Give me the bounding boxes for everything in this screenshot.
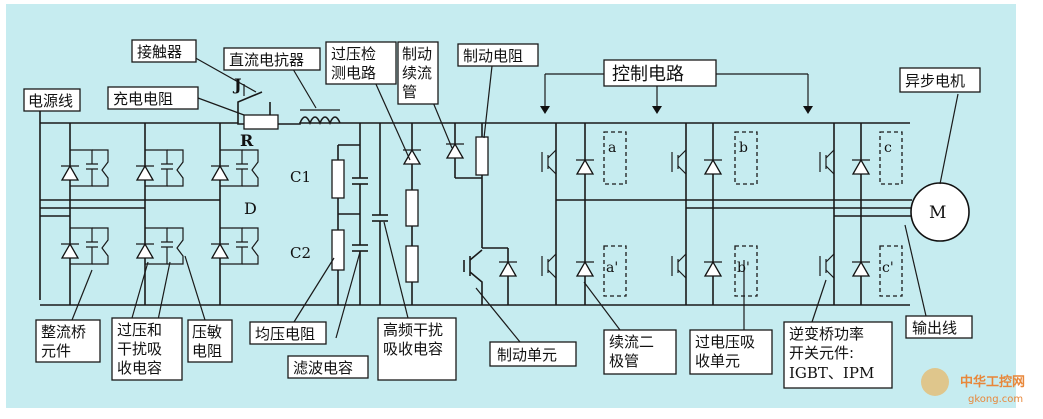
svg-text:测电路: 测电路 <box>331 64 376 82</box>
symbol-D: D <box>244 199 257 218</box>
svg-text:制动: 制动 <box>402 45 432 63</box>
brake-branch <box>445 123 518 305</box>
symbol-c: c <box>884 140 892 156</box>
svg-text:滤波电容: 滤波电容 <box>293 359 353 377</box>
svg-text:压敏: 压敏 <box>192 323 222 341</box>
symbol-M: M <box>929 203 946 223</box>
svg-text:高频干扰: 高频干扰 <box>383 321 443 339</box>
svg-text:极管: 极管 <box>609 352 639 370</box>
diode-bottom-3 <box>210 242 230 259</box>
diode-bottom-1 <box>60 242 80 259</box>
label-hf-cap: 高频干扰 吸收电容 <box>377 317 457 381</box>
label-contactor: 接触器 <box>131 39 197 63</box>
svg-text:整流桥: 整流桥 <box>41 323 86 341</box>
svg-text:输出线: 输出线 <box>912 319 957 337</box>
label-dc-reactor: 直流电抗器 <box>223 47 321 71</box>
label-power-line: 电源线 <box>23 88 81 112</box>
svg-text:接触器: 接触器 <box>137 43 182 61</box>
symbol-C1: C1 <box>290 168 311 186</box>
label-control-circuit: 控制电路 <box>603 59 717 87</box>
svg-text:过电压吸: 过电压吸 <box>695 333 755 351</box>
inverter-leg-b <box>671 123 758 305</box>
svg-text:制动电阻: 制动电阻 <box>463 47 523 65</box>
charge-resistor <box>243 114 279 130</box>
svg-text:控制电路: 控制电路 <box>612 64 684 85</box>
svg-text:制动单元: 制动单元 <box>497 346 557 364</box>
label-inverter-switch: 逆变桥功率 开关元件: IGBT、IPM <box>783 321 893 389</box>
svg-text:过压检: 过压检 <box>331 45 376 63</box>
dc-bus <box>39 110 910 306</box>
svg-text:电源线: 电源线 <box>28 92 73 110</box>
symbol-c-prime: c' <box>882 260 894 276</box>
diode-top-3 <box>210 164 230 181</box>
overvoltage-detect-circuit <box>402 123 422 305</box>
svg-text:收单元: 收单元 <box>695 352 740 370</box>
label-balance-resistor: 均压电阻 <box>249 321 327 345</box>
symbol-b-prime: b' <box>737 260 750 276</box>
svg-text:gkong.com: gkong.com <box>968 394 1023 405</box>
symbol-C2: C2 <box>290 244 311 262</box>
svg-text:吸收电容: 吸收电容 <box>383 340 443 358</box>
svg-text:充电电阻: 充电电阻 <box>113 90 173 108</box>
label-brake-resistor: 制动电阻 <box>457 43 539 67</box>
svg-text:收电容: 收电容 <box>117 359 162 377</box>
dc-reactor <box>299 109 341 126</box>
label-brake-unit: 制动单元 <box>489 341 577 367</box>
label-overvoltage-detect: 过压检 测电路 <box>325 41 397 85</box>
diode-top-1 <box>60 164 80 181</box>
svg-text:均压电阻: 均压电阻 <box>255 325 315 343</box>
svg-text:干扰吸: 干扰吸 <box>117 340 162 358</box>
diode-top-2 <box>135 164 155 181</box>
watermark: 中华工控网 gkong.com <box>921 368 1025 405</box>
label-rectifier: 整流桥 元件 <box>35 319 101 363</box>
label-charge-resistor: 充电电阻 <box>107 86 199 110</box>
leader-lines <box>39 55 959 343</box>
symbol-R: R <box>240 131 254 150</box>
label-async-motor: 异步电机 <box>899 67 981 93</box>
svg-text:中华工控网: 中华工控网 <box>960 374 1025 390</box>
rectifier-bridge <box>60 149 259 265</box>
label-freewheel-diode: 续流二 极管 <box>603 329 677 375</box>
label-output-line: 输出线 <box>905 315 973 339</box>
svg-text:电阻: 电阻 <box>192 342 222 360</box>
svg-text:直流电抗器: 直流电抗器 <box>229 51 304 69</box>
label-surge-absorb: 过压和 干扰吸 收电容 <box>111 317 183 381</box>
svg-text:过压和: 过压和 <box>117 321 162 339</box>
symbol-a: a <box>608 140 616 156</box>
snubber-branches <box>70 149 259 265</box>
svg-text:逆变桥功率: 逆变桥功率 <box>789 325 864 343</box>
symbol-J: J <box>232 75 242 94</box>
svg-text:管: 管 <box>402 83 417 101</box>
label-overvoltage-absorb: 过电压吸 收单元 <box>689 329 773 375</box>
svg-text:续流: 续流 <box>402 64 432 82</box>
inverter-leg-c <box>819 123 903 305</box>
svg-text:IGBT、IPM: IGBT、IPM <box>789 364 874 382</box>
inverter-leg-a <box>541 123 627 305</box>
symbol-a-prime: a' <box>606 260 618 276</box>
label-varistor: 压敏 电阻 <box>187 319 233 363</box>
svg-text:续流二: 续流二 <box>609 333 654 351</box>
svg-text:异步电机: 异步电机 <box>905 72 965 90</box>
svg-text:元件: 元件 <box>41 342 71 360</box>
filter-capacitor-bank <box>331 123 388 305</box>
label-brake-freewheel: 制动 续流 管 <box>397 41 439 105</box>
inverter-bridge <box>541 123 912 305</box>
diode-bottom-2 <box>135 242 155 259</box>
symbol-b: b <box>739 140 748 156</box>
label-filter-cap: 滤波电容 <box>287 355 369 379</box>
svg-text:开关元件:: 开关元件: <box>789 344 854 362</box>
